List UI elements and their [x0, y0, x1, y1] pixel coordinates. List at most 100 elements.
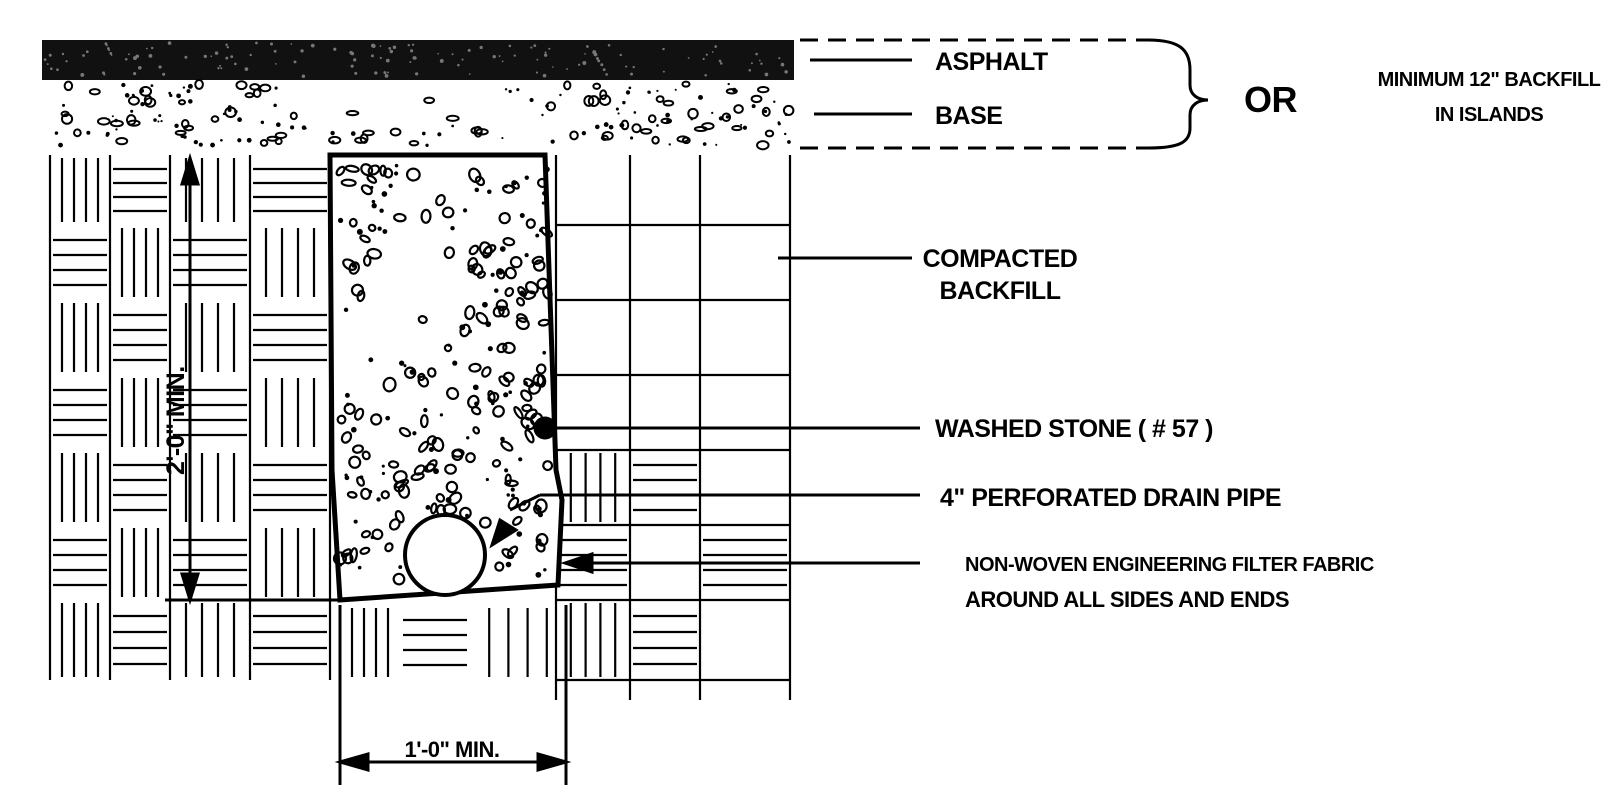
- base-gravel-stone: [660, 117, 673, 125]
- asphalt-speck: [389, 49, 394, 54]
- base-gravel-dot: [742, 125, 748, 130]
- asphalt-speck: [290, 43, 293, 45]
- stone-dot: [423, 407, 428, 413]
- label-fabric-line2: AROUND ALL SIDES AND ENDS: [965, 587, 1289, 612]
- stone: [343, 402, 356, 415]
- stone-dot: [474, 187, 480, 193]
- stone-dot: [377, 226, 382, 231]
- stone-dot: [382, 229, 388, 234]
- base-gravel-dot: [227, 107, 232, 112]
- base-gravel-stone: [109, 119, 124, 128]
- base-gravel-dot: [115, 128, 118, 131]
- base-gravel-dot: [508, 89, 512, 94]
- base-gravel-stone: [289, 111, 298, 121]
- base-gravel-stone: [764, 129, 775, 138]
- stone: [498, 211, 511, 225]
- stone: [393, 212, 407, 223]
- asphalt-speck: [760, 62, 763, 65]
- asphalt-speck: [711, 51, 714, 53]
- base-gravel-stone: [127, 95, 140, 106]
- base-layer: [54, 79, 795, 151]
- asphalt-speck: [388, 46, 392, 50]
- base-gravel-dot: [246, 137, 252, 143]
- asphalt-speck: [269, 42, 274, 46]
- base-gravel-stone: [756, 140, 770, 151]
- stone: [504, 266, 517, 280]
- stone: [360, 530, 372, 539]
- drain-pipe: [403, 513, 487, 597]
- base-gravel-stone: [733, 104, 744, 114]
- stone-dot: [511, 493, 515, 498]
- base-gravel-stone: [592, 82, 602, 90]
- stone: [340, 178, 357, 187]
- stone: [335, 165, 346, 177]
- stone: [394, 510, 405, 524]
- stone: [417, 375, 430, 388]
- stone: [398, 426, 412, 438]
- stone-dot: [379, 208, 384, 213]
- base-gravel-stone: [598, 94, 612, 106]
- base-gravel-stone: [408, 139, 420, 147]
- asphalt-speck: [56, 68, 59, 72]
- asphalt-speck: [600, 63, 604, 67]
- stone-dot: [359, 475, 364, 480]
- stone-dot: [516, 531, 523, 537]
- base-gravel-dot: [773, 100, 776, 103]
- asphalt-speck: [46, 63, 49, 65]
- stone: [481, 366, 492, 378]
- asphalt-speck: [607, 43, 611, 47]
- stone: [360, 184, 373, 196]
- base-gravel-dot: [628, 86, 632, 90]
- stone: [444, 463, 457, 475]
- stone: [451, 448, 465, 458]
- stone: [383, 167, 394, 179]
- stone-dot: [338, 563, 343, 567]
- stone: [351, 444, 364, 454]
- stone: [513, 406, 524, 420]
- asphalt-speck: [300, 49, 304, 53]
- stone-dot: [518, 457, 523, 462]
- asphalt-speck: [439, 59, 444, 63]
- stone: [478, 516, 492, 529]
- base-gravel-dot: [763, 109, 768, 114]
- base-gravel-stone: [601, 130, 614, 141]
- asphalt-speck: [230, 55, 234, 59]
- stone: [359, 234, 371, 244]
- asphalt-speck: [758, 59, 761, 62]
- stone: [525, 218, 536, 229]
- base-gravel-stone: [445, 114, 460, 122]
- asphalt-texture: [43, 41, 788, 79]
- stone: [403, 366, 417, 379]
- asphalt-speck: [467, 48, 471, 52]
- base-gravel-stone: [345, 110, 360, 117]
- base-gravel-dot: [630, 136, 634, 140]
- stone: [502, 184, 515, 194]
- asphalt-speck: [778, 57, 781, 60]
- base-gravel-dot: [168, 91, 172, 95]
- asphalt-speck: [225, 56, 229, 60]
- asphalt-speck: [133, 71, 137, 76]
- stone: [430, 502, 438, 515]
- width-dimension: [334, 605, 572, 785]
- stone: [504, 286, 515, 298]
- base-gravel-dot: [615, 107, 619, 111]
- base-gravel-stone: [73, 128, 82, 138]
- base-gravel-dot: [529, 98, 534, 103]
- stone: [394, 478, 410, 489]
- asphalt-speck: [82, 54, 85, 57]
- asphalt-speck: [273, 49, 277, 53]
- stone-dot: [439, 413, 444, 417]
- stone: [348, 261, 361, 275]
- asphalt-speck: [354, 71, 358, 75]
- stone-dot: [537, 512, 544, 518]
- base-gravel-dot: [188, 99, 193, 104]
- stone: [470, 405, 482, 416]
- stone-dot: [508, 390, 513, 395]
- asphalt-speck: [124, 57, 128, 61]
- stone-dot: [394, 171, 399, 176]
- label-base: BASE: [935, 102, 1002, 130]
- stone: [356, 476, 366, 487]
- stone-dot: [344, 475, 350, 481]
- stone: [532, 373, 545, 387]
- base-gravel-stone: [361, 129, 375, 137]
